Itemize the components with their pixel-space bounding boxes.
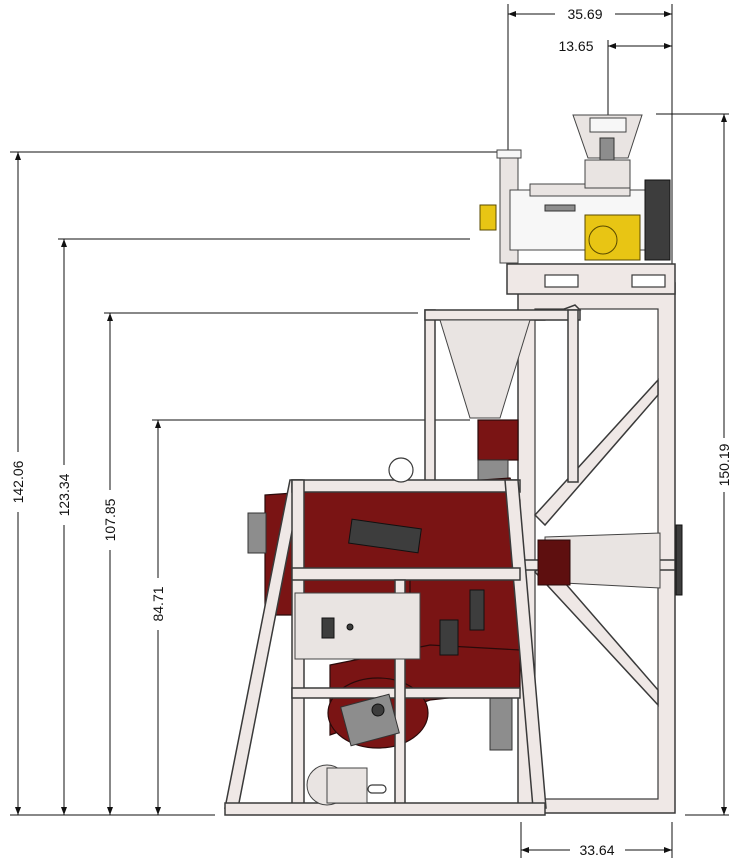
dim-base-width: 33.64 bbox=[579, 842, 614, 858]
dim-height-2: 123.34 bbox=[56, 473, 72, 516]
dimension-arrows bbox=[15, 11, 727, 853]
top-unit bbox=[479, 114, 671, 264]
tower-frame bbox=[517, 282, 683, 814]
dim-height-3: 107.85 bbox=[102, 498, 118, 541]
dim-top-width: 35.69 bbox=[567, 6, 602, 22]
hopper-support bbox=[424, 309, 581, 483]
lower-assembly bbox=[340, 693, 400, 747]
dim-right-height: 150.19 bbox=[716, 443, 729, 486]
dim-top-offset: 13.65 bbox=[558, 38, 593, 54]
lower-motor bbox=[306, 764, 387, 806]
control-panel bbox=[294, 592, 421, 660]
dim-height-4: 84.71 bbox=[150, 586, 166, 621]
top-platform-slot-right bbox=[631, 274, 666, 288]
dim-height-1: 142.06 bbox=[10, 460, 26, 503]
top-platform-slot-left bbox=[544, 274, 579, 288]
dimension-lines bbox=[10, 4, 729, 858]
left-frame bbox=[224, 457, 547, 816]
